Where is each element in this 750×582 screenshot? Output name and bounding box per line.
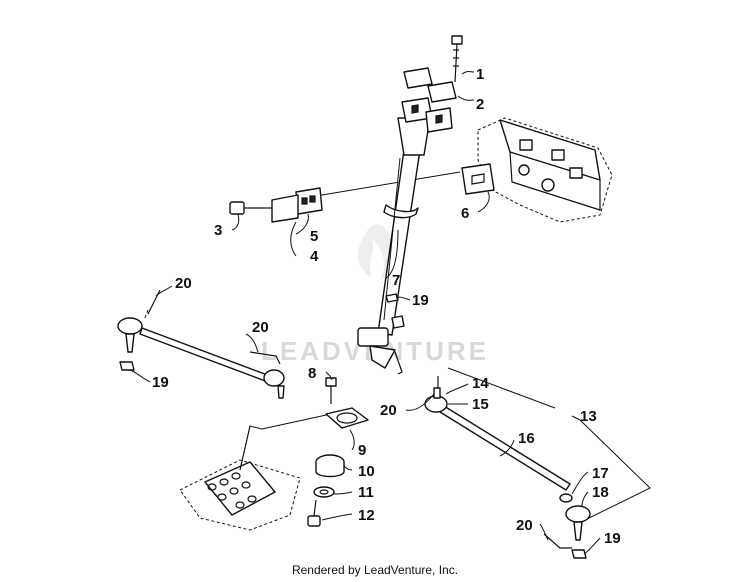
washer-11	[313, 486, 335, 498]
bolt-3	[229, 201, 272, 215]
callout-16: 16	[518, 430, 535, 447]
callout-4: 4	[310, 248, 319, 265]
callout-10: 10	[358, 463, 375, 480]
tie-rod-right	[424, 376, 591, 559]
callout-20-left: 20	[175, 275, 192, 292]
callout-20-mid: 20	[252, 319, 269, 336]
bearing-10	[315, 454, 345, 478]
callout-6: 6	[461, 205, 469, 222]
callout-12: 12	[358, 507, 375, 524]
bolt-8	[325, 377, 337, 404]
bushing-block-5	[295, 187, 323, 215]
callout-labels: 1 2 3 4 5 6 7 8 9 10 11 12 13 14 15 16 1…	[152, 66, 621, 547]
callout-20-right: 20	[380, 402, 397, 419]
callout-13: 13	[580, 408, 597, 425]
steering-post	[357, 117, 431, 375]
frame-crossmember	[477, 117, 613, 223]
callout-15: 15	[472, 396, 489, 413]
callout-2: 2	[476, 96, 484, 113]
upper-bearing-blocks	[401, 67, 457, 133]
callout-leaders	[129, 71, 601, 555]
tie-rod-left	[117, 289, 285, 399]
callout-17: 17	[592, 465, 609, 482]
callout-19-right: 19	[604, 530, 621, 547]
callout-7: 7	[392, 272, 400, 289]
nut-19-upper	[385, 293, 405, 329]
callout-19-left: 19	[152, 374, 169, 391]
callout-5: 5	[310, 228, 318, 245]
callout-20-lower: 20	[516, 517, 533, 534]
bolt-1	[451, 35, 463, 83]
flange-9	[325, 407, 369, 429]
callout-9: 9	[358, 442, 366, 459]
footer-credit: Rendered by LeadVenture, Inc.	[291, 563, 459, 577]
bolt-12	[307, 499, 321, 527]
plate-4	[271, 194, 299, 223]
callout-8: 8	[308, 365, 316, 382]
callout-3: 3	[214, 222, 222, 239]
bushing-block-6	[461, 163, 495, 195]
construction-lines	[239, 171, 651, 521]
callout-11: 11	[358, 484, 374, 501]
callout-18: 18	[592, 484, 609, 501]
frame-lower-plate	[179, 459, 301, 531]
callout-14: 14	[472, 375, 489, 392]
callout-1: 1	[476, 66, 484, 83]
callout-19-post: 19	[412, 292, 429, 309]
